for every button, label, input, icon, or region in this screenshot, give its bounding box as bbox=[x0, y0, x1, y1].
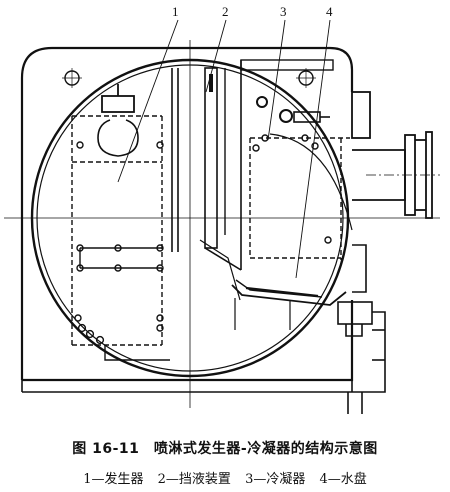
liquid-baffle bbox=[171, 60, 242, 301]
right-nozzle bbox=[351, 91, 433, 219]
legend-item: 4—水盘 bbox=[319, 472, 367, 487]
right-lower-fitting bbox=[337, 244, 386, 414]
legend-item: 2—挡液装置 bbox=[157, 472, 231, 487]
callout-4: 4 bbox=[326, 4, 333, 19]
figure-caption: 图 16-11 喷淋式发生器-冷凝器的结构示意图 1—发生器 2—挡液装置 3—… bbox=[0, 432, 450, 487]
condenser bbox=[240, 59, 353, 260]
structure-diagram: 1 2 3 4 bbox=[4, 4, 440, 414]
center-lines bbox=[4, 40, 440, 408]
diagram-canvas: 1 2 3 4 bbox=[4, 4, 440, 414]
generator bbox=[71, 84, 170, 361]
water-tray bbox=[231, 279, 347, 330]
callout-leaders bbox=[117, 19, 331, 279]
legend-item: 3—冷凝器 bbox=[245, 472, 306, 487]
callout-3: 3 bbox=[280, 4, 287, 19]
housing bbox=[20, 46, 354, 393]
caption-legend: 1—发生器 2—挡液装置 3—冷凝器 4—水盘 bbox=[0, 468, 450, 487]
callout-1: 1 bbox=[172, 4, 179, 19]
callout-2: 2 bbox=[222, 4, 229, 19]
bolt-holes bbox=[62, 68, 316, 88]
caption-title: 图 16-11 喷淋式发生器-冷凝器的结构示意图 bbox=[72, 441, 378, 457]
legend-item: 1—发生器 bbox=[83, 472, 144, 487]
